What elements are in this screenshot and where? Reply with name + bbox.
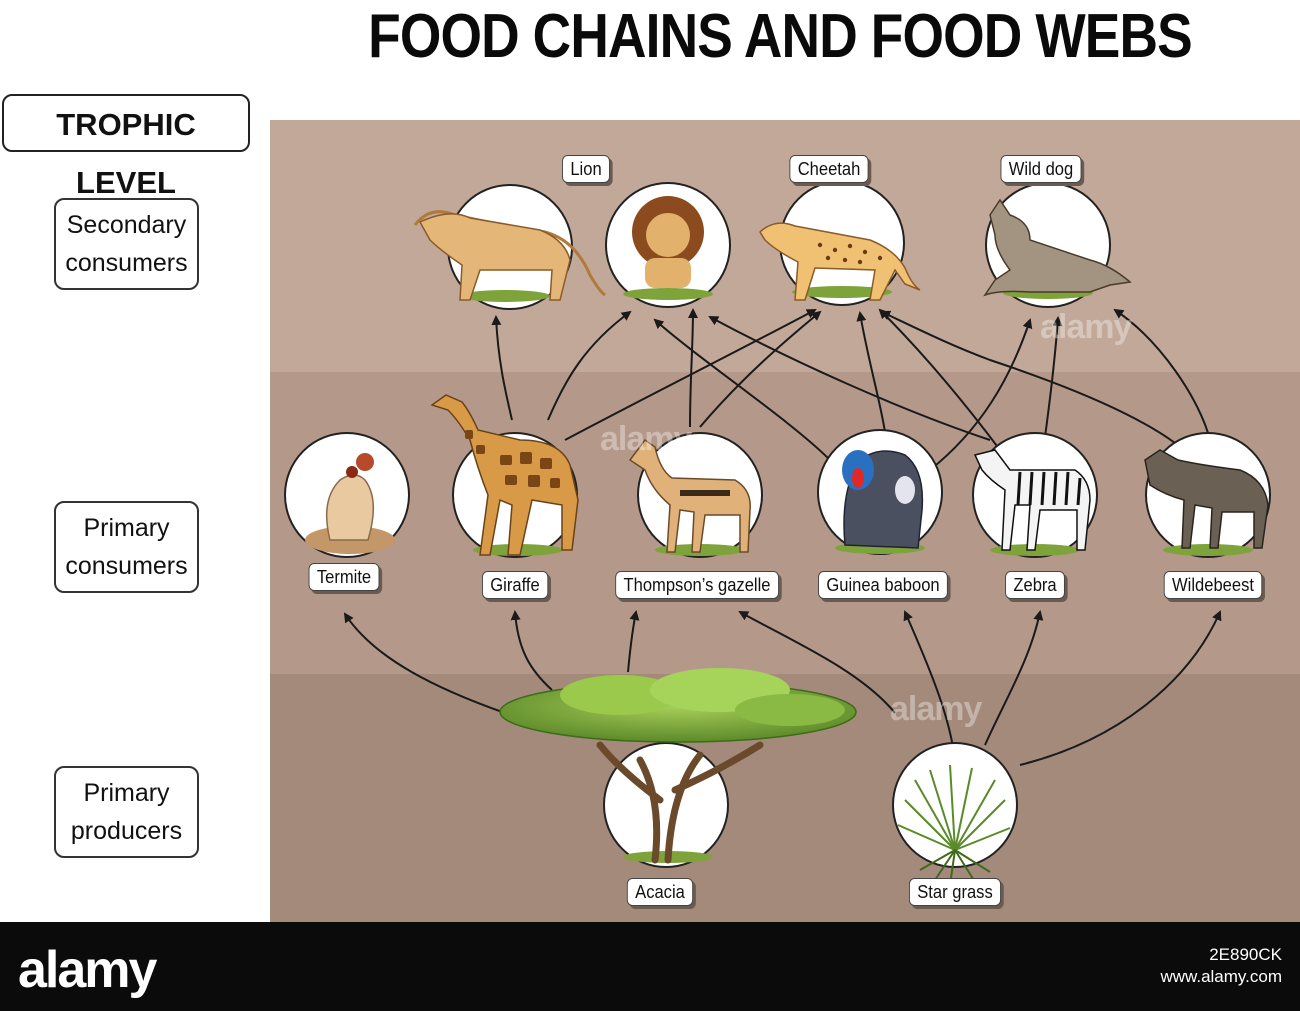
acacia-node — [499, 668, 857, 868]
level-label-line2: consumers — [65, 249, 188, 277]
label-termite: Termite — [308, 563, 380, 591]
baboon-node — [817, 429, 943, 555]
cheetah-node — [759, 180, 921, 306]
watermark: alamy — [890, 690, 982, 728]
level-label-line1: Primary — [83, 514, 170, 542]
level-label-line1: Secondary — [66, 211, 187, 239]
trophic-level-heading: TROPHIC LEVEL — [2, 94, 250, 200]
label-guinea-baboon: Guinea baboon — [818, 571, 948, 599]
level-secondary-consumers: Secondary consumers — [54, 198, 199, 290]
page-title: FOOD CHAINS AND FOOD WEBS — [368, 2, 1193, 71]
label-thompsons-gazelle: Thompson’s gazelle — [615, 571, 779, 599]
consumer-arrows — [491, 308, 1211, 471]
label-acacia: Acacia — [626, 878, 694, 906]
lion-node — [605, 182, 731, 308]
image-id: 2E890CK www.alamy.com — [1062, 944, 1282, 988]
label-star-grass: Star grass — [908, 878, 1002, 906]
label-giraffe: Giraffe — [482, 571, 548, 599]
label-wildebeest: Wildebeest — [1163, 571, 1263, 599]
alamy-logo: alamy — [18, 941, 157, 999]
star-grass-node — [892, 742, 1018, 886]
lion-female-node — [413, 184, 606, 310]
level-primary-producers: Primary producers — [54, 766, 199, 858]
giraffe-node — [430, 394, 579, 558]
wildebeest-node — [1144, 432, 1271, 558]
footer-bar: alamy 2E890CK www.alamy.com — [0, 922, 1300, 1011]
label-zebra: Zebra — [1005, 571, 1065, 599]
termite-node — [284, 432, 410, 558]
watermark: alamy — [1040, 308, 1132, 346]
label-lion: Lion — [562, 155, 610, 183]
zebra-node — [972, 432, 1098, 558]
level-primary-consumers: Primary consumers — [54, 501, 199, 593]
wild-dog-node — [983, 182, 1132, 308]
image-id-code: 2E890CK — [1209, 945, 1282, 964]
gazelle-node — [628, 432, 763, 558]
level-label-line1: Primary — [83, 779, 170, 807]
watermark: alamy — [600, 420, 692, 458]
label-cheetah: Cheetah — [789, 155, 869, 183]
label-wild-dog: Wild dog — [1000, 155, 1082, 183]
image-id-url: www.alamy.com — [1160, 967, 1282, 986]
level-label-line2: consumers — [65, 552, 188, 580]
level-label-line2: producers — [70, 817, 183, 845]
